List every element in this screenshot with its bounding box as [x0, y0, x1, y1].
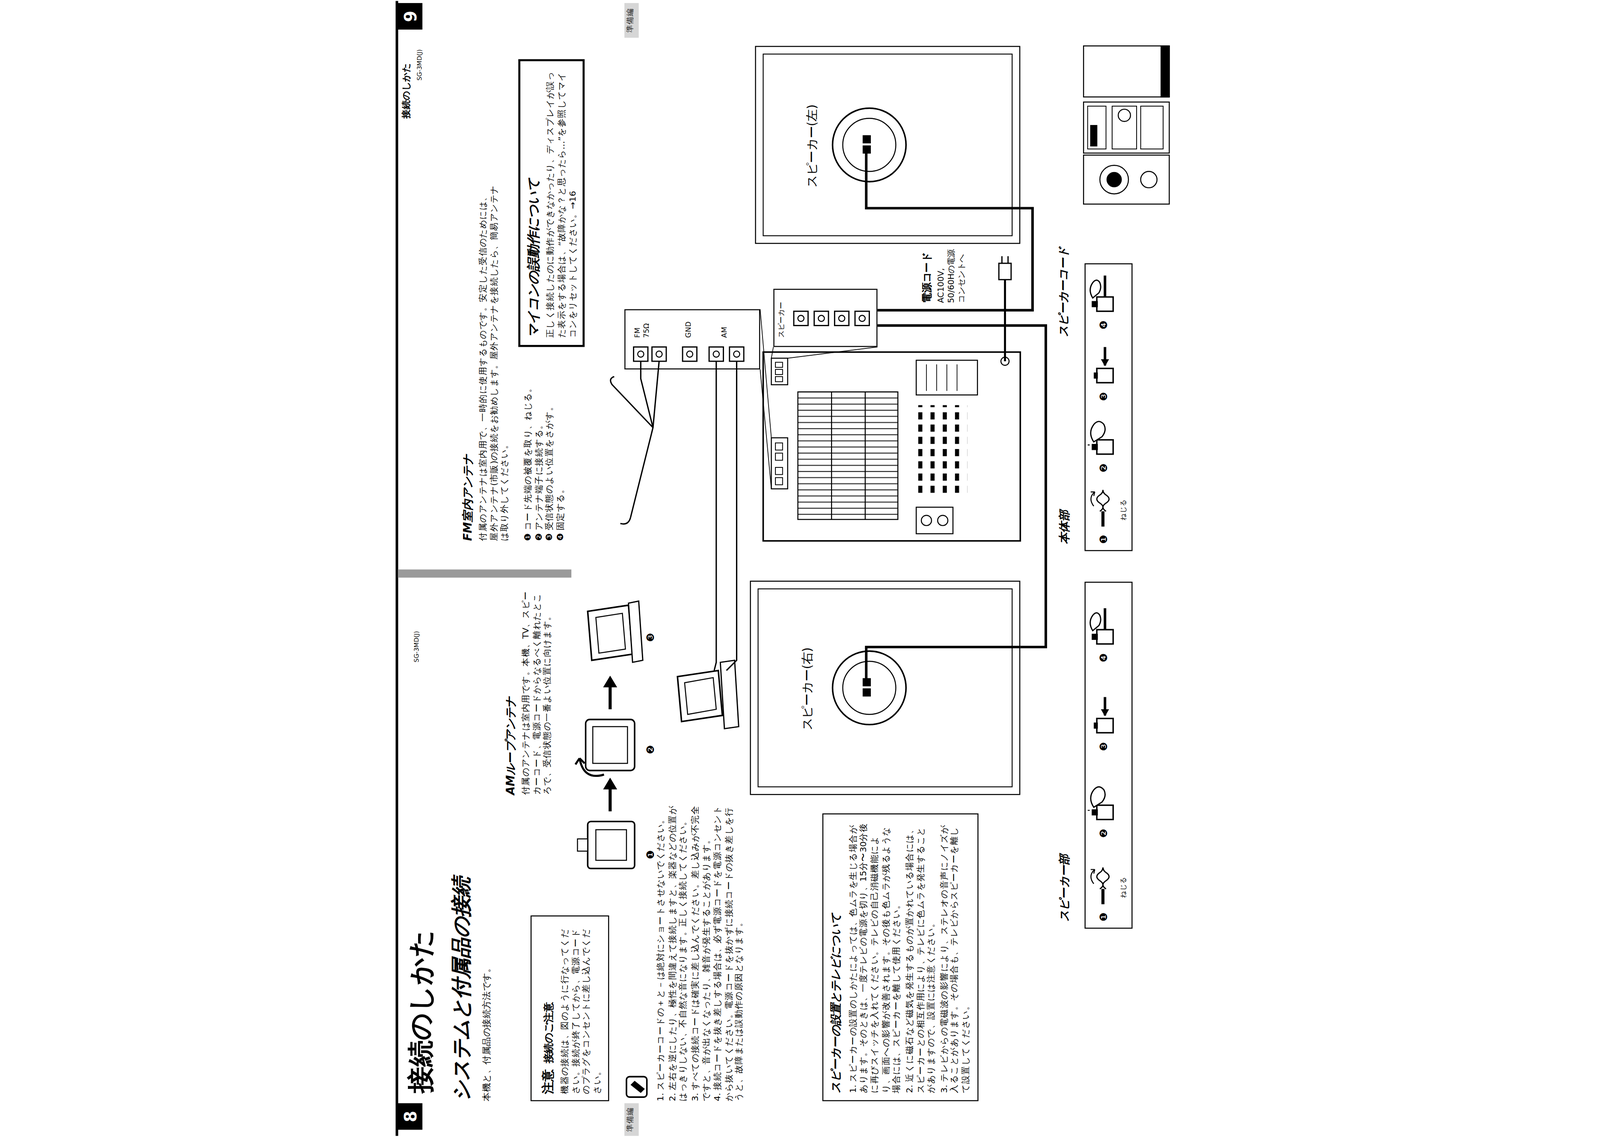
step-panel: 本体部❶ねじる❷❸❹: [1084, 263, 1133, 551]
intro-text: 本機と、付属品の接続方法です。: [481, 963, 493, 1102]
am-antenna: [677, 361, 739, 729]
note-item: 1. スピーカーコードの＋と－は絶対にショートさせないでください。: [655, 804, 666, 1101]
panel-heading: スピーカー部: [1058, 854, 1073, 922]
step-number: ❹: [1098, 320, 1111, 330]
model-number: SG-3MD(J): [412, 630, 420, 662]
note-item: 2. 近くに磁石など磁気を発生するものが置かれている場合には、スピーカーとの相互…: [903, 821, 937, 1093]
callout-text: AC100V, 50/60Hの電源コンセントへ: [936, 246, 968, 304]
callout-label: 電源コード: [921, 252, 935, 303]
step-panel: スピーカー部❶ねじる❷❸❹: [1084, 581, 1133, 929]
power-cord: [998, 255, 1012, 362]
speaker-left-drawing: [762, 53, 1021, 236]
terminal-label: AM: [720, 311, 730, 338]
page-heading: 接続のしかた: [403, 929, 437, 1093]
section-heading: システムと付属品の接続: [448, 876, 475, 1102]
caution-box: 注意 接続のご注意機器の接続は、図のように行なってください。接続が終了してから、電…: [530, 915, 610, 1102]
caution-heading: 接続のご注意: [542, 1001, 556, 1063]
step-number: ❷: [1098, 828, 1111, 838]
text-group: 1. スピーカーコードの＋と－は絶対にショートさせないでください。2. 左右を逆…: [655, 804, 746, 1101]
note-text: 正しく接続したのに動作ができなかったり、ディスプレイが誤った表示をする場合は、“…: [545, 68, 578, 338]
step-icons: [1087, 275, 1114, 905]
step-text: ❹ 固定する。: [555, 347, 566, 541]
note-box: スピーカーの設置とテレビについて1. スピーカーの設置のしかたによっては、色ムラ…: [822, 813, 979, 1101]
am-antenna-assembly: [575, 600, 643, 869]
step-text: ❷ アンテナ端子に接続する。: [533, 347, 544, 541]
section-tab: 準備編: [625, 1102, 636, 1136]
speaker-right-drawing: [758, 588, 1021, 787]
running-header: 接続のしかた: [400, 63, 413, 119]
page-number: 9: [400, 2, 422, 30]
note-item: 1. スピーカーの設置のしかたによっては、色ムラを生じる場合があります。そのとき…: [847, 821, 903, 1093]
note-item: 2. 左右を逆にしたり、極性を間違えて接続しますと、楽器などの位置がはっきりしな…: [666, 804, 689, 1101]
body-text: 付属のアンテナは室内用です。本機、TV、スピーカーコード、電源コードからなるべく…: [520, 585, 553, 796]
terminal-label: FM 75Ω: [633, 311, 652, 338]
step-number: ❸: [644, 632, 658, 642]
page-number: 8: [400, 1102, 422, 1130]
model-number: SG-3MD(J): [415, 49, 423, 81]
speaker-label: スピーカー(左): [804, 89, 821, 202]
step-number: ❶: [1098, 534, 1111, 544]
page-frame: [396, 0, 639, 1136]
step-text: ❸ 受信状態のよい位置をさがす。: [543, 347, 555, 541]
speaker-cord: [877, 207, 1033, 310]
fm-antenna: [610, 361, 659, 524]
speaker-terminals: [793, 311, 870, 326]
section-tab: 準備編: [625, 2, 636, 38]
note-item: 3. すべての接続コードは確実に差し込んでください。差し込みが不完全ですと、音が…: [689, 804, 712, 1101]
speaker-label: スピーカー(右): [799, 632, 816, 745]
speaker-terminal: スピーカー: [773, 288, 878, 348]
note-box: マイコンの誤動作について正しく接続したのに動作ができなかったり、ディスプレイが誤…: [518, 59, 585, 347]
step-text: ❶ コード先端の被覆を取り、ねじる。: [522, 347, 534, 541]
callout-label: スピーカーコード: [1056, 246, 1072, 337]
speaker-right: スピーカー(右): [749, 580, 1021, 796]
step-number: ❹: [1098, 653, 1111, 662]
box-heading: マイコンの誤動作について: [525, 68, 543, 338]
caution-label: 注意: [540, 1069, 557, 1094]
step-note: ねじる: [1119, 498, 1128, 521]
system-picture: [1083, 45, 1170, 205]
antenna-terminals: [633, 347, 745, 362]
step-number: ❸: [1098, 391, 1111, 401]
speaker-left: スピーカー(左): [754, 45, 1021, 244]
note-item: 4. 接続コードを抜き差しする場合は、必ず電源コードを電源コンセントから抜いてく…: [712, 804, 746, 1101]
step-number: ❷: [644, 745, 658, 754]
antenna-terminal: FM 75Ω GND AM: [624, 308, 760, 370]
step-number: ❸: [1098, 741, 1111, 751]
body-text: 付属のアンテナは室内用で、一時的に使用するものです。安定した受信のためには、屋外…: [477, 183, 511, 541]
step-number: ❷: [1098, 463, 1111, 473]
terminal-label: GND: [684, 311, 694, 338]
main-unit-rear: [759, 308, 1021, 541]
step-number: ❶: [1098, 912, 1111, 922]
note-item: 3. テレビからの電磁波の影響により、ステレオの音声にノイズが入ることがあります…: [938, 821, 971, 1093]
terminal-label: スピーカー: [777, 302, 787, 338]
memo-icon: [626, 1076, 648, 1097]
subsection-heading: FM室内アンテナ: [461, 454, 476, 541]
caution-text: 機器の接続は、図のように行なってください。接続が終了してから、電源コードのプラグ…: [559, 922, 603, 1094]
step-note: ねじる: [1119, 876, 1128, 898]
speaker-cord: [877, 325, 1046, 648]
text-group: ❶ コード先端の被覆を取り、ねじる。❷ アンテナ端子に接続する。❸ 受信状態のよ…: [522, 347, 566, 541]
subsection-heading: AMループアンテナ: [504, 696, 519, 795]
panel-heading: 本体部: [1058, 510, 1073, 544]
box-heading: スピーカーの設置とテレビについて: [829, 821, 844, 1093]
